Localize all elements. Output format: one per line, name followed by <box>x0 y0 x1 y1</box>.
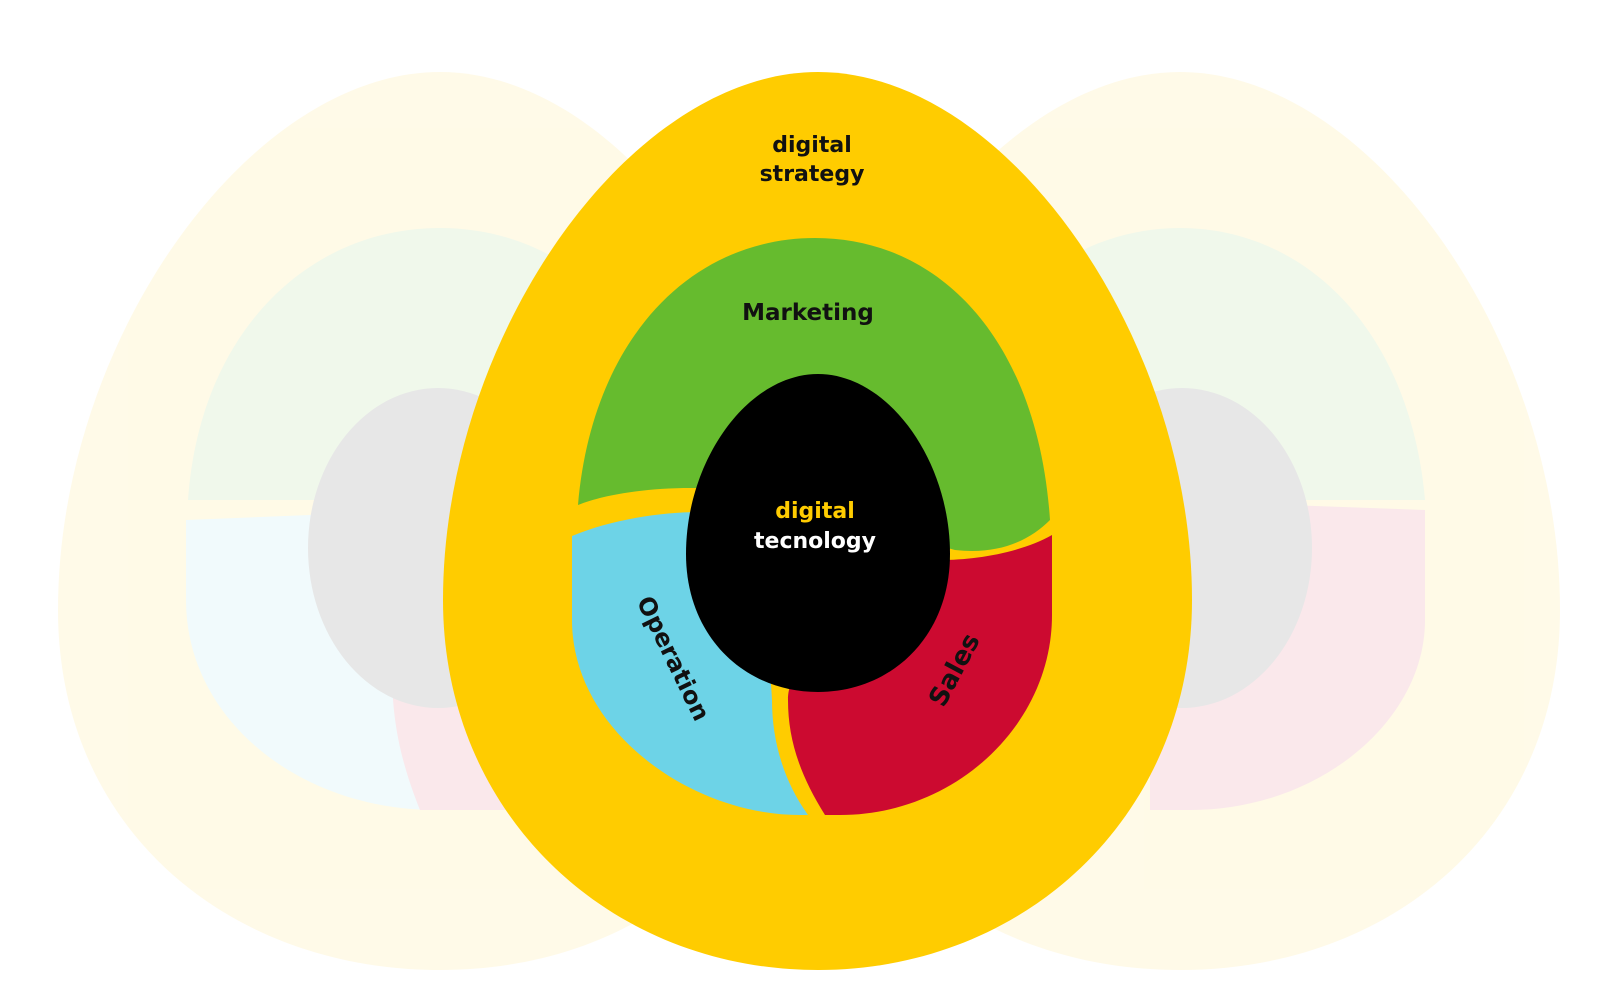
strategy-label-line2: strategy <box>760 162 865 187</box>
marketing-label: Marketing <box>742 300 874 326</box>
main-egg <box>443 72 1192 970</box>
sales-segment <box>788 535 1052 815</box>
strategy-label-line1: digital <box>772 133 851 158</box>
core-label-line2: tecnology <box>754 529 876 554</box>
core-label-line1: digital <box>775 499 854 524</box>
ghost-right-red <box>1150 500 1425 810</box>
core-egg <box>686 374 950 692</box>
ghost-left-blue <box>186 510 436 810</box>
